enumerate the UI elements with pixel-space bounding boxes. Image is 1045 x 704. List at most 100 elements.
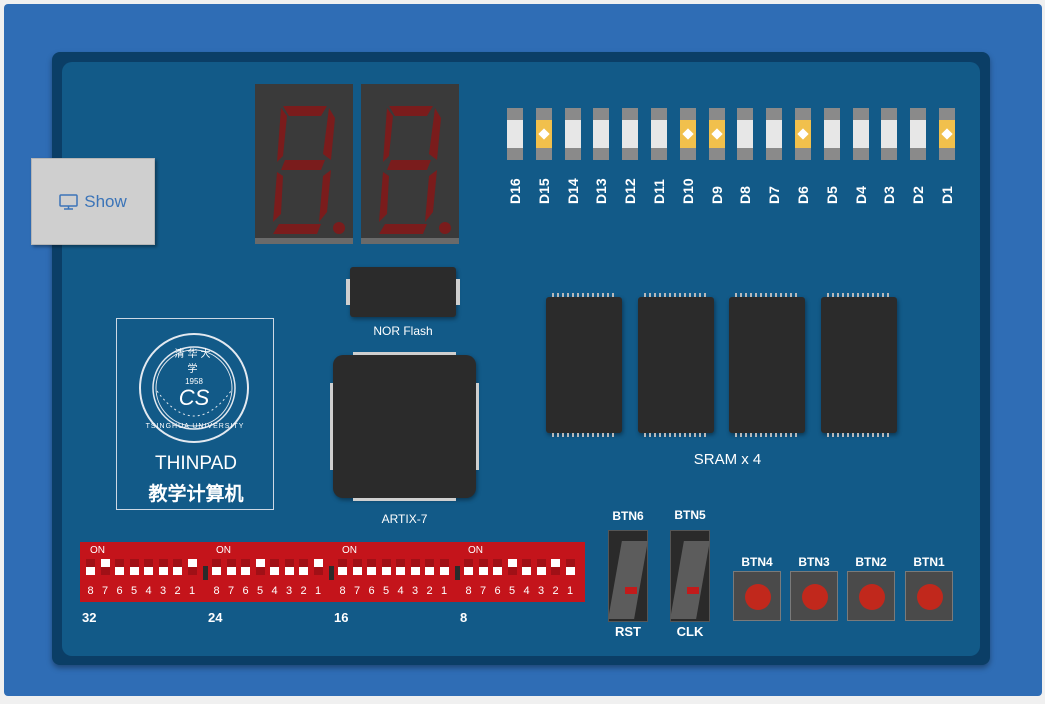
segment-b — [323, 108, 335, 160]
dip-separator — [329, 566, 334, 580]
led-label: D6 — [795, 186, 811, 204]
thinpad-logo: 清华大学 1958 CS TSINGHUA UNIVERSITY THINPAD… — [116, 318, 274, 510]
dip-switch-number: 3 — [411, 585, 419, 597]
btn1-push-button[interactable] — [905, 571, 953, 621]
dip-switch-number: 8 — [213, 585, 220, 597]
btn2-push-button[interactable] — [847, 571, 895, 621]
segment-f — [383, 108, 393, 162]
seven-segment-digit-left — [255, 84, 353, 244]
led-d13 — [593, 108, 610, 160]
dip-switch[interactable] — [493, 559, 502, 575]
seal-year: 1958 — [185, 377, 203, 386]
dip-switch[interactable] — [255, 559, 265, 575]
dip-switch[interactable] — [507, 559, 517, 575]
logo-title: THINPAD — [155, 453, 237, 474]
dip-on-label: ON — [90, 545, 105, 556]
led-d9 — [708, 108, 725, 160]
dip-switch-number: 1 — [188, 585, 196, 597]
led-d2 — [910, 108, 927, 160]
segment-c — [319, 170, 331, 222]
btn1-label: BTN1 — [913, 555, 945, 569]
seal-upper-text: 清华大学 — [174, 349, 214, 375]
btn4-push-button[interactable] — [733, 571, 781, 621]
dip-switch[interactable] — [144, 559, 153, 575]
clk-slide-button[interactable] — [670, 530, 710, 622]
led-label: D8 — [737, 186, 754, 204]
dip-switch-number: 8 — [465, 585, 472, 597]
led-d5 — [823, 108, 840, 160]
dip-switch[interactable] — [425, 559, 434, 575]
led-d15 — [535, 108, 552, 160]
segment-f — [277, 108, 287, 162]
rst-slide-button[interactable] — [608, 530, 648, 622]
dip-switch-number: 6 — [494, 585, 501, 597]
sram-chip — [546, 293, 622, 437]
dip-on-label: ON — [216, 545, 231, 556]
btn3-push-button[interactable] — [790, 571, 838, 621]
dip-switch[interactable] — [464, 559, 473, 575]
dip-switch-number: 3 — [159, 585, 167, 597]
led-d10 — [679, 108, 696, 160]
led-label: D11 — [651, 179, 667, 204]
dip-switch[interactable] — [86, 559, 95, 575]
dip-switch[interactable] — [381, 559, 391, 575]
seal-letters: CS — [178, 385, 210, 410]
dip-switch[interactable] — [284, 559, 294, 575]
dip-switch[interactable] — [439, 559, 449, 575]
dip-switch[interactable] — [313, 559, 323, 575]
dip-switch-number: 1 — [314, 585, 322, 597]
led-d1 — [939, 108, 955, 160]
dip-switch[interactable] — [100, 559, 110, 575]
dip-switch[interactable] — [173, 559, 182, 575]
dip-switch-number: 2 — [174, 585, 181, 597]
dip-separator — [455, 566, 460, 580]
dip-switch[interactable] — [212, 559, 221, 575]
dip-switch[interactable] — [396, 559, 405, 575]
clk-label: CLK — [676, 624, 704, 639]
dip-switch[interactable] — [410, 559, 420, 575]
dip-switch[interactable] — [187, 559, 197, 575]
dip-switch[interactable] — [478, 559, 488, 575]
led-label: D7 — [766, 186, 783, 204]
btn5-label: BTN5 — [674, 508, 706, 522]
dip-switch[interactable] — [536, 559, 546, 575]
sram-label: SRAM x 4 — [693, 451, 762, 468]
dip-switch[interactable] — [522, 559, 531, 575]
dip-switch-number: 4 — [523, 585, 530, 597]
segment-e — [273, 172, 283, 222]
show-button[interactable]: Show — [31, 158, 155, 245]
dip-switch[interactable] — [158, 559, 168, 575]
dip-switch-number: 7 — [101, 585, 109, 597]
dip-switch[interactable] — [565, 559, 575, 575]
dip-switch[interactable] — [551, 559, 560, 575]
dip-switch[interactable] — [241, 559, 250, 575]
dip-switch[interactable] — [115, 559, 124, 575]
seal-ring-text: TSINGHUA UNIVERSITY — [145, 423, 245, 430]
dip-switch-number: 4 — [271, 585, 278, 597]
dip-switch-number: 7 — [227, 585, 235, 597]
dip-switch-number: 2 — [426, 585, 433, 597]
dip-switch[interactable] — [270, 559, 279, 575]
dip-switch[interactable] — [352, 559, 362, 575]
dip-switch[interactable] — [367, 559, 376, 575]
dip-switch[interactable] — [299, 559, 308, 575]
dip-switch[interactable] — [226, 559, 236, 575]
segment-g — [281, 160, 325, 170]
dip-switch-number: 1 — [566, 585, 574, 597]
led-label: D14 — [564, 178, 581, 204]
btn2-label: BTN2 — [855, 555, 887, 569]
led-label: D16 — [507, 178, 523, 204]
sram-chip — [638, 293, 714, 437]
dip-switch[interactable] — [338, 559, 347, 575]
dip-switch-number: 5 — [256, 585, 264, 597]
dip-on-label: ON — [342, 545, 357, 556]
segment-e — [379, 172, 389, 222]
sram-chip — [821, 293, 897, 437]
monitor-icon — [59, 193, 78, 210]
decimal-point — [439, 222, 451, 234]
led-label: D12 — [622, 178, 639, 204]
dip-switch[interactable] — [129, 559, 139, 575]
